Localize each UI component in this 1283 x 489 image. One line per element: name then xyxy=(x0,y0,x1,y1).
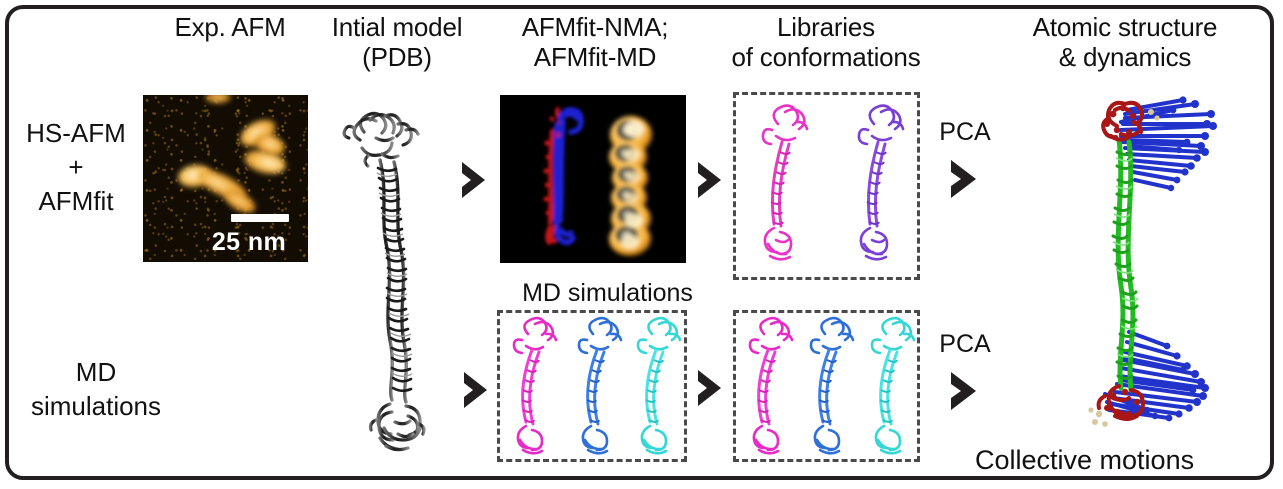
pca-label-bottom: PCA xyxy=(939,330,991,358)
row-label-hs-afm-afmfit: HS-AFM + AFMfit xyxy=(26,118,126,216)
column-header-initial-model: Intial model (PDB) xyxy=(331,12,463,72)
arrow-md-to-library xyxy=(695,368,729,408)
row-label-md-simulations: MD simulations xyxy=(30,357,162,421)
arrow-library-to-pca-bottom xyxy=(948,370,984,412)
md-simulations-box xyxy=(497,310,687,462)
afm-scale-bar xyxy=(231,214,289,222)
column-header-exp-afm: Exp. AFM xyxy=(174,12,286,42)
pca-label-top: PCA xyxy=(939,118,991,146)
pdb-initial-model xyxy=(340,98,446,453)
libraries-box-bottom xyxy=(733,310,920,462)
afm-feature-top-speck xyxy=(205,95,231,103)
conformation-magenta xyxy=(752,100,814,272)
column-header-atomic-structure: Atomic structure & dynamics xyxy=(1032,12,1218,72)
column-header-afmfit: AFMfit-NMA; AFMfit-MD xyxy=(521,12,669,72)
md-conformation-magenta xyxy=(508,314,564,460)
arrow-afm-to-model xyxy=(459,160,493,200)
column-header-libraries: Libraries of conformations xyxy=(731,12,921,72)
md-simulations-box-label: MD simulations xyxy=(522,279,693,307)
md-conformation-blue xyxy=(573,314,629,460)
experimental-afm-image: 25 nm xyxy=(143,95,308,262)
collective-motions-structure xyxy=(1055,96,1255,436)
library-conformation-cyan xyxy=(866,314,922,460)
libraries-box-top xyxy=(733,92,920,280)
arrow-afmfit-to-library xyxy=(695,160,729,200)
library-conformation-magenta xyxy=(744,314,800,460)
conformation-violet xyxy=(848,100,910,272)
arrow-model-to-md xyxy=(461,370,495,410)
afm-scale-bar-label: 25 nm xyxy=(211,228,287,256)
afmfit-fitting-panel xyxy=(500,95,686,263)
md-conformation-cyan xyxy=(632,314,688,460)
collective-motions-caption: Collective motions xyxy=(975,445,1195,475)
arrow-library-to-pca-top xyxy=(948,158,984,200)
library-conformation-blue xyxy=(805,314,861,460)
